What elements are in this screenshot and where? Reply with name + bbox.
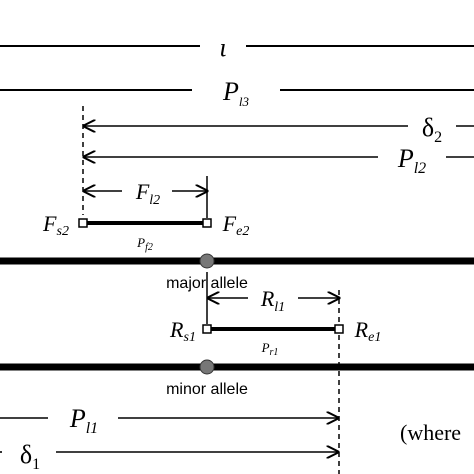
fs2-label: Fs2 bbox=[42, 211, 69, 239]
delta1-label: δ1 bbox=[20, 440, 40, 473]
major-allele-strand: major allele bbox=[0, 253, 474, 292]
fl2-label: Fl2 bbox=[135, 179, 160, 208]
rs1-label: Rs1 bbox=[169, 317, 196, 345]
re1-label: Re1 bbox=[354, 317, 382, 345]
f2-fragment: Fs2 Fe2 Pf2 bbox=[42, 211, 249, 253]
delta2-arrow: δ2 bbox=[84, 113, 474, 146]
pf2-label: Pf2 bbox=[136, 235, 153, 253]
rl1-label: Rl1 bbox=[260, 286, 285, 315]
iota-label: ι bbox=[219, 33, 226, 62]
minor-allele-strand: minor allele bbox=[0, 359, 474, 398]
iota-line: ι bbox=[0, 33, 474, 62]
delta2-label: δ2 bbox=[422, 113, 442, 146]
pl1-arrow: Pl1 bbox=[0, 404, 338, 437]
fe2-label: Fe2 bbox=[222, 211, 250, 239]
pl2-arrow: Pl2 bbox=[84, 144, 474, 177]
rl1-arrow: Rl1 bbox=[206, 272, 339, 324]
pl1-label: Pl1 bbox=[69, 404, 98, 437]
pl2-label: Pl2 bbox=[397, 144, 426, 177]
where-note: (where bbox=[400, 420, 461, 445]
delta1-arrow: δ1 bbox=[0, 440, 338, 473]
r1-fragment: Rs1 Re1 Pr1 bbox=[169, 317, 381, 358]
pl3-line: Pl3 bbox=[0, 77, 474, 109]
minor-allele-label: minor allele bbox=[166, 381, 248, 398]
fl2-arrow: Fl2 bbox=[84, 176, 207, 218]
pr1-label: Pr1 bbox=[261, 340, 279, 358]
pl3-label: Pl3 bbox=[222, 77, 250, 109]
